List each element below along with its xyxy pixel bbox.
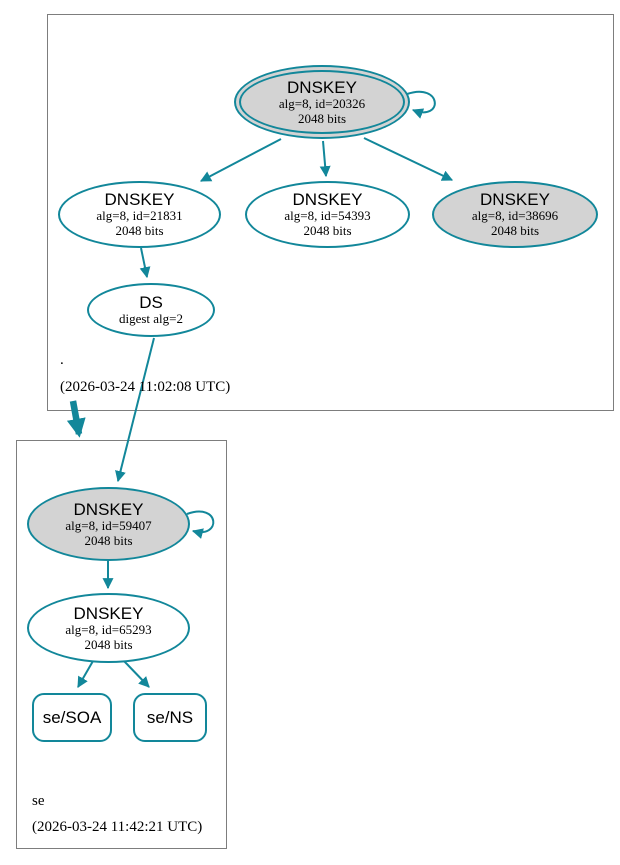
zone-timestamp-root: (2026-03-24 11:02:08 UTC) bbox=[60, 379, 231, 395]
node-attrs: alg=8, id=54393 bbox=[284, 208, 371, 224]
edge-root-to-se-delegation bbox=[66, 400, 86, 438]
rrset-node-se-soa[interactable]: se/SOA bbox=[32, 693, 112, 742]
rrset-label: se/SOA bbox=[42, 707, 102, 727]
dnskey-node-se-65293[interactable]: DNSKEY alg=8, id=65293 2048 bits bbox=[27, 593, 190, 663]
ds-node-root[interactable]: DS digest alg=2 bbox=[87, 283, 215, 337]
node-title: DNSKEY bbox=[480, 190, 550, 210]
zone-box-se bbox=[16, 440, 227, 849]
node-attrs: alg=8, id=65293 bbox=[65, 621, 152, 637]
node-attrs: alg=8, id=59407 bbox=[65, 517, 152, 533]
dnskey-node-root-54393[interactable]: DNSKEY alg=8, id=54393 2048 bits bbox=[245, 181, 410, 248]
edge-ds-to-seksk bbox=[115, 337, 155, 483]
zone-box-root bbox=[47, 14, 614, 411]
node-attrs: alg=8, id=38696 bbox=[471, 208, 559, 224]
node-bits: 2048 bits bbox=[84, 532, 133, 548]
node-bits: 2048 bits bbox=[303, 223, 352, 239]
node-title: DNSKEY bbox=[292, 190, 363, 210]
dnskey-node-root-ksk[interactable]: DNSKEY alg=8, id=20326 2048 bits bbox=[234, 65, 410, 139]
node-title: DNSKEY bbox=[104, 190, 175, 210]
edge-rootksk-selfloop bbox=[406, 90, 436, 119]
node-title: DNSKEY bbox=[73, 603, 144, 623]
node-bits: 2048 bits bbox=[115, 223, 164, 239]
dnskey-node-root-38696[interactable]: DNSKEY alg=8, id=38696 2048 bits bbox=[432, 181, 598, 248]
node-title: DNSKEY bbox=[287, 77, 357, 97]
edge-rootksk-to-21831 bbox=[200, 138, 282, 182]
node-title: DS bbox=[139, 293, 163, 313]
node-attrs: digest alg=2 bbox=[118, 311, 184, 327]
zone-name-root: . bbox=[60, 352, 64, 368]
node-attrs: alg=8, id=21831 bbox=[96, 208, 183, 224]
edge-65293-to-soa bbox=[77, 660, 94, 688]
node-bits: 2048 bits bbox=[297, 110, 347, 126]
dnskey-node-se-ksk[interactable]: DNSKEY alg=8, id=59407 2048 bits bbox=[27, 487, 190, 561]
edge-rootksk-to-54393 bbox=[319, 140, 331, 178]
node-bits: 2048 bits bbox=[84, 636, 133, 652]
node-title: DNSKEY bbox=[73, 499, 144, 519]
node-attrs: alg=8, id=20326 bbox=[278, 95, 366, 111]
rrset-node-se-ns[interactable]: se/NS bbox=[133, 693, 207, 742]
edge-21831-to-ds bbox=[139, 247, 151, 279]
edge-65293-to-ns bbox=[123, 660, 150, 688]
zone-name-se: se bbox=[32, 793, 45, 809]
zone-timestamp-se: (2026-03-24 11:42:21 UTC) bbox=[32, 819, 203, 835]
dnskey-node-root-21831[interactable]: DNSKEY alg=8, id=21831 2048 bits bbox=[58, 181, 221, 248]
node-bits: 2048 bits bbox=[490, 223, 540, 239]
rrset-label: se/NS bbox=[146, 707, 194, 727]
edge-seksk-selfloop bbox=[186, 510, 215, 539]
edge-rootksk-to-38696 bbox=[363, 137, 453, 181]
